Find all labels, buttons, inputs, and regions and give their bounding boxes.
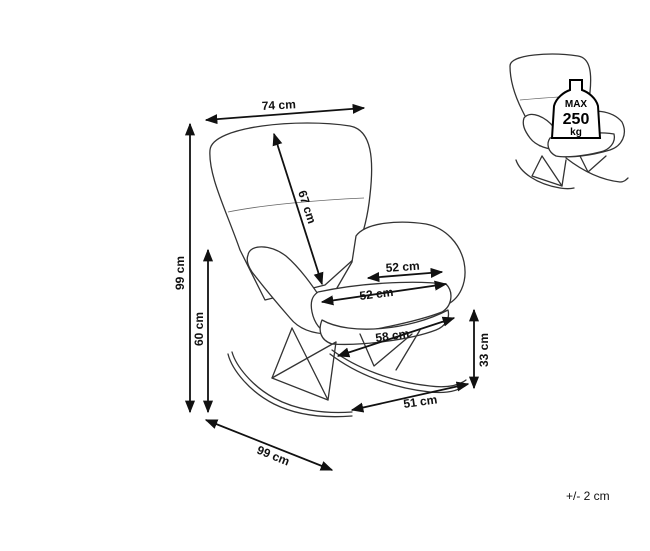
dim-seat-width-back-line [366,267,444,283]
dimension-lines [184,103,480,471]
label-seat-width-front: 52 cm [359,285,394,303]
dim-backrest-height-line [272,132,324,286]
tolerance-note: +/- 2 cm [566,489,610,503]
dimension-labels: 74 cm 67 cm 99 cm 60 cm 52 cm 52 cm 58 c… [173,97,491,468]
left-rocker-inner [227,353,353,418]
max-load-label: MAX [565,99,588,110]
dim-rocker-width-line [350,381,470,413]
left-rocker [231,351,353,414]
max-load-value: 250 [563,111,590,128]
main-chair-drawing [209,122,469,418]
label-seat-height: 60 cm [192,312,206,346]
max-load-badge: MAX 250 kg [550,79,602,139]
weight-icon [550,79,602,139]
label-seat-width-back: 52 cm [385,259,420,275]
dim-seat-depth-line [336,316,456,358]
label-rocker-width: 51 cm [402,392,438,411]
label-top-width: 74 cm [261,97,296,113]
label-seat-depth: 58 cm [374,326,410,345]
dim-seat-width-front-line [320,280,448,306]
label-total-height: 99 cm [173,256,187,290]
max-load-unit: kg [570,127,582,138]
dim-total-depth-line [204,419,334,471]
label-rocker-height: 33 cm [477,333,491,367]
dim-top-width-line [204,103,366,125]
